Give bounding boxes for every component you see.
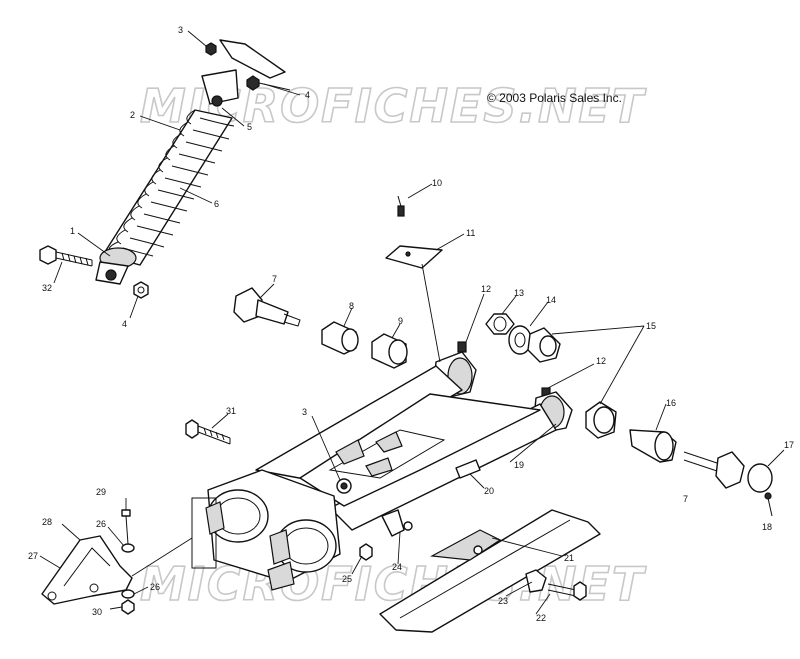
watermark-bottom: MICROFICHES.NET bbox=[140, 557, 647, 611]
callout-5: 5 bbox=[247, 122, 252, 132]
shock-bottom-nut bbox=[133, 281, 149, 299]
callout-32: 32 bbox=[42, 283, 52, 293]
shock-top-bracket bbox=[219, 39, 286, 79]
callout-10: 10 bbox=[432, 178, 442, 188]
callout-4-top: 4 bbox=[305, 90, 310, 100]
washer-26-upper bbox=[121, 543, 135, 553]
callout-6: 6 bbox=[214, 199, 219, 209]
callout-3-top: 3 bbox=[178, 25, 183, 35]
callout-3-mid: 3 bbox=[302, 407, 307, 417]
callout-2: 2 bbox=[130, 110, 135, 120]
callout-24: 24 bbox=[392, 562, 402, 572]
callout-15: 15 bbox=[646, 321, 656, 331]
swing-arm bbox=[191, 351, 573, 591]
callout-numbers: 3 4 2 5 6 1 32 4 7 8 9 10 11 12 13 14 15… bbox=[28, 25, 794, 623]
callout-25: 25 bbox=[342, 574, 352, 584]
callout-21: 21 bbox=[564, 553, 574, 563]
shock-top-bushing bbox=[211, 95, 223, 107]
leader-lines bbox=[39, 30, 785, 615]
bushing-15-upper bbox=[527, 327, 561, 363]
washer-26-lower bbox=[121, 589, 135, 599]
callout-29: 28 bbox=[42, 517, 52, 527]
shock-top-nut bbox=[205, 42, 217, 56]
grease-fitting-10 bbox=[397, 195, 405, 217]
shock-bottom-bolt bbox=[39, 245, 93, 267]
callout-20: 20 bbox=[484, 486, 494, 496]
shock-bottom-bushing bbox=[105, 269, 117, 281]
nut-25 bbox=[359, 543, 373, 561]
callout-1: 1 bbox=[70, 226, 75, 236]
clamp-bracket bbox=[191, 497, 217, 569]
torque-bracket-28 bbox=[41, 535, 193, 605]
label-plate-20 bbox=[455, 459, 481, 479]
pivot-bolt-left bbox=[233, 287, 301, 327]
callout-17: 17 bbox=[784, 440, 794, 450]
bushing-15-lower bbox=[585, 401, 617, 439]
copyright-text: © 2003 Polaris Sales Inc. bbox=[487, 91, 622, 105]
pivot-bushing-9 bbox=[371, 333, 408, 369]
callout-12-lower: 12 bbox=[596, 356, 606, 366]
callout-23: 23 bbox=[498, 596, 508, 606]
screw-18 bbox=[764, 492, 773, 517]
callout-30: 29 bbox=[96, 487, 106, 497]
chain-guard-21 bbox=[379, 509, 601, 633]
spacer-23 bbox=[525, 569, 547, 593]
callout-31: 31 bbox=[226, 406, 236, 416]
bolt-22 bbox=[547, 581, 587, 601]
callout-7-right: 7 bbox=[683, 494, 688, 504]
callout-14: 14 bbox=[546, 295, 556, 305]
callout-7-left: 7 bbox=[272, 274, 277, 284]
callout-8: 8 bbox=[349, 301, 354, 311]
pivot-bolt-right bbox=[683, 451, 745, 489]
callout-12-upper: 12 bbox=[481, 284, 491, 294]
callout-13: 13 bbox=[514, 288, 524, 298]
grease-fitting-12-upper bbox=[457, 341, 467, 353]
shock-top-bolt bbox=[246, 75, 291, 91]
callout-16: 16 bbox=[666, 398, 676, 408]
clip-24 bbox=[381, 509, 413, 537]
callout-22: 22 bbox=[536, 613, 546, 623]
bolt-30 bbox=[121, 509, 131, 545]
callout-9: 9 bbox=[398, 316, 403, 326]
shock-spring bbox=[102, 109, 235, 266]
callout-28: 27 bbox=[28, 551, 38, 561]
callout-19: 19 bbox=[514, 460, 524, 470]
nut-27 bbox=[121, 599, 135, 615]
pivot-spacer-8 bbox=[321, 321, 359, 355]
callout-4-bottom: 4 bbox=[122, 319, 127, 329]
callout-26-lower: 26 bbox=[150, 582, 160, 592]
callout-11: 11 bbox=[466, 228, 475, 238]
nut-13 bbox=[485, 313, 515, 335]
clip-17 bbox=[747, 463, 773, 493]
pivot-16 bbox=[629, 429, 677, 463]
plate-11 bbox=[385, 245, 443, 269]
bolt-31 bbox=[185, 419, 231, 445]
callout-27: 30 bbox=[92, 607, 102, 617]
callout-18: 18 bbox=[762, 522, 772, 532]
callout-26-upper: 26 bbox=[96, 519, 106, 529]
shock-absorber bbox=[95, 39, 286, 285]
shock-top-eye bbox=[201, 69, 239, 105]
